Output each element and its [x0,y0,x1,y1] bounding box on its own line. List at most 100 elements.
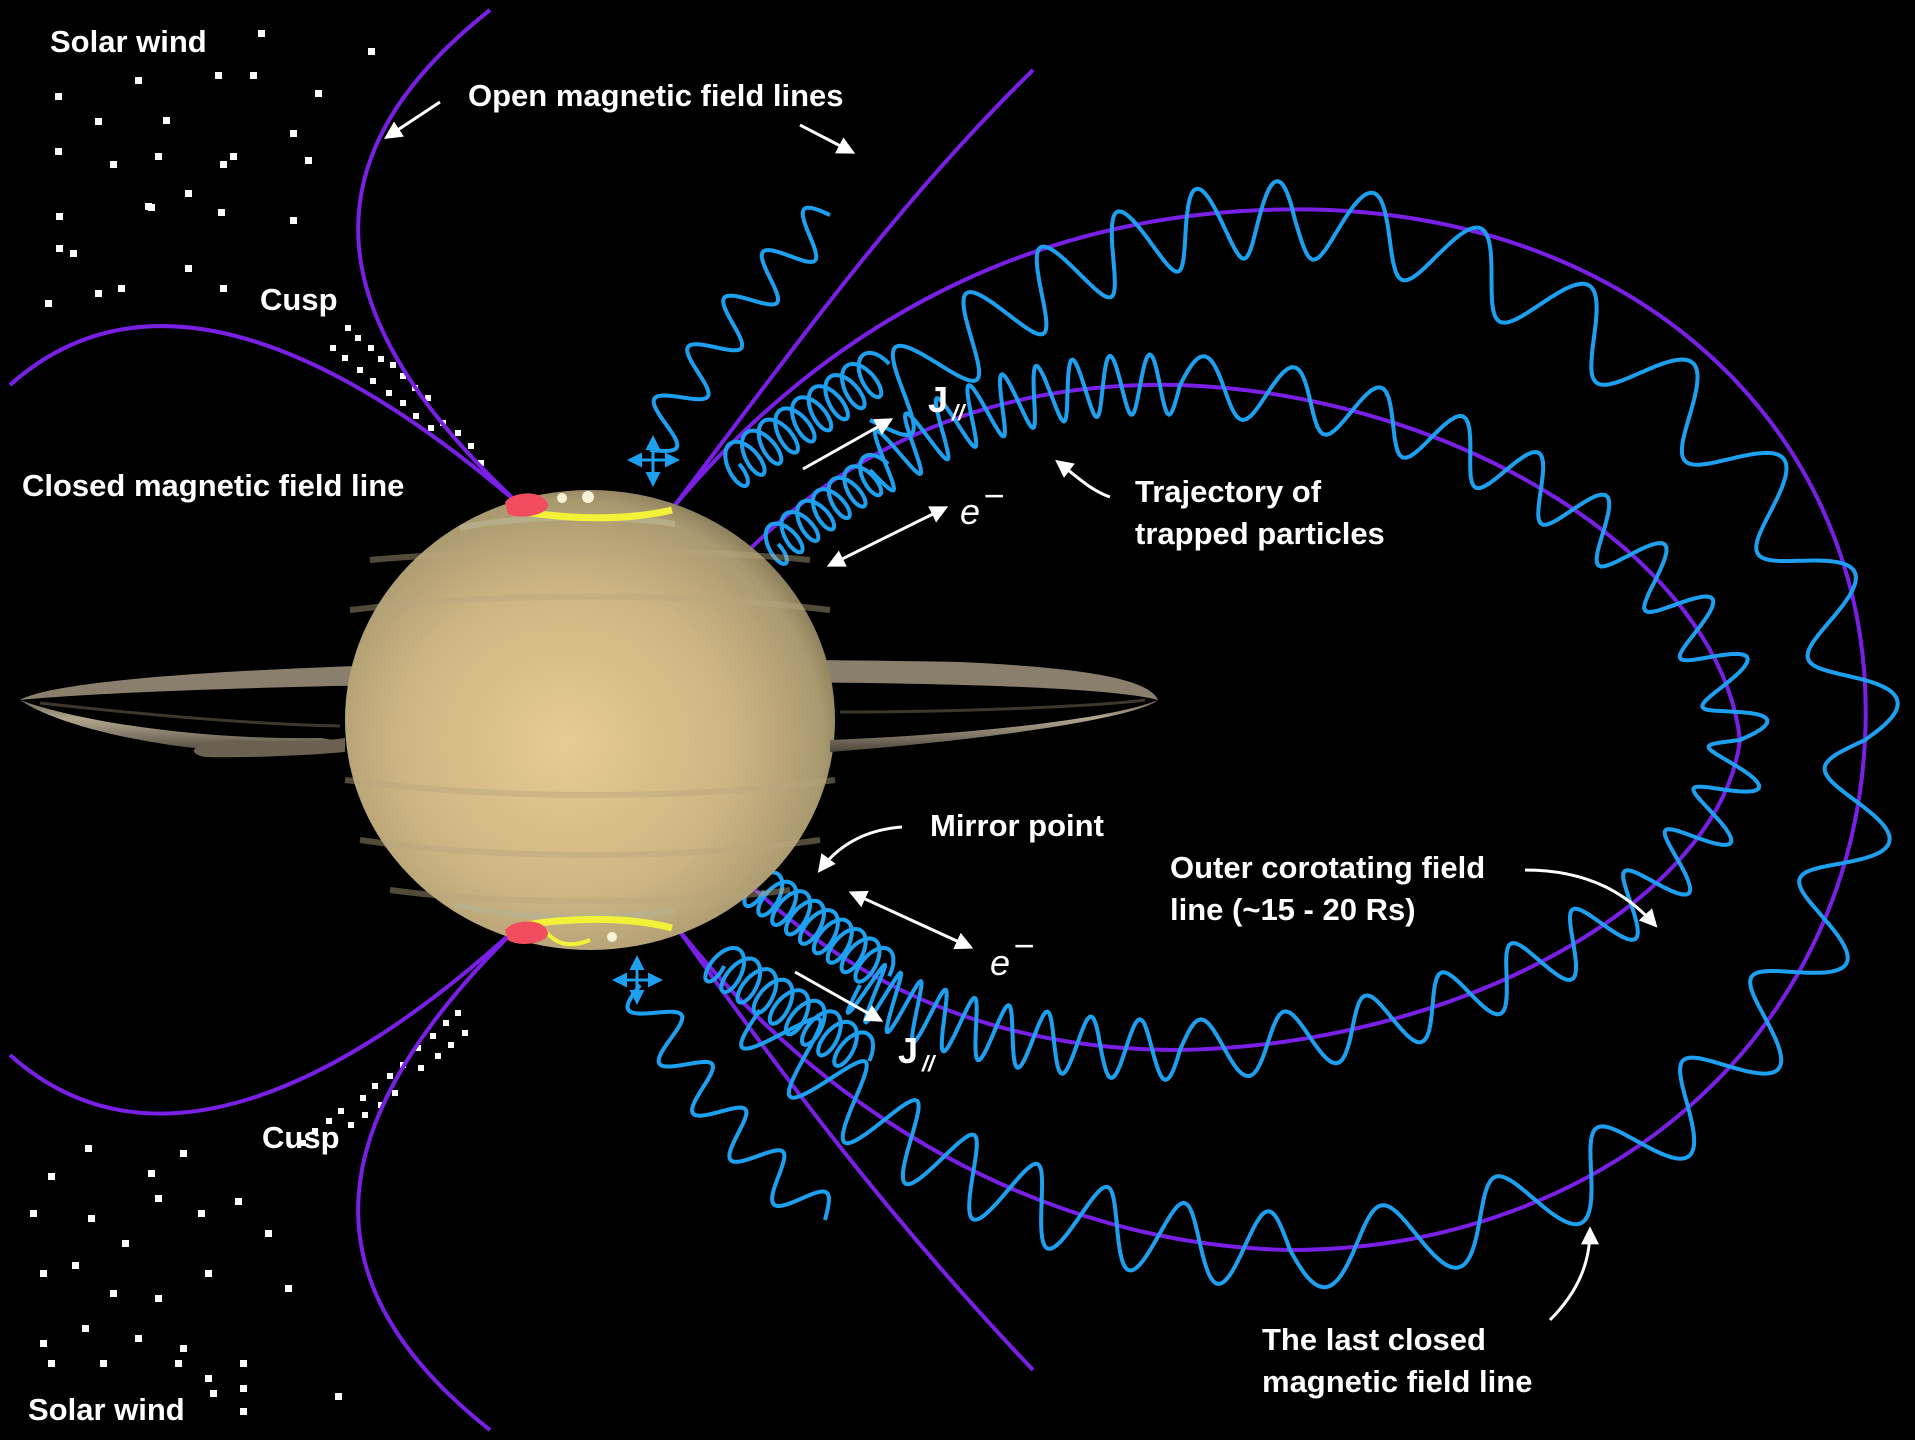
particle-dot [368,48,375,55]
particle-dot [110,161,117,168]
open-field-line-left-bottom [356,923,522,1432]
particle-dot [258,30,265,37]
label-electron-top: e [960,491,980,532]
particle-dot [418,1065,424,1071]
particle-dot [285,1285,292,1292]
particle-dot [478,460,484,466]
particle-dot [148,1170,155,1177]
particle-dot [428,425,434,431]
label-electron-bottom-sup: − [1013,925,1034,966]
particle-dot [240,1385,247,1392]
label-last-closed-line2: magnetic field line [1262,1364,1532,1399]
particle-dot [360,1095,366,1101]
particle-dot [335,1393,342,1400]
mirror-arrows [612,435,680,1005]
particle-dot [95,118,102,125]
particle-dot [220,161,227,168]
particle-dot [100,1360,107,1367]
trajectory-arrow [1055,459,1111,499]
solar-wind-particles-top [45,30,375,307]
label-electron-bottom: e [990,942,1010,983]
label-outer-line1: Outer corotating field [1170,850,1485,885]
particle-dot [205,1270,212,1277]
particle-dot [72,1262,79,1269]
particle-dot [163,117,170,124]
label-last-closed-line1: The last closed [1262,1322,1486,1357]
particle-dot [455,1010,461,1016]
particle-dot [368,345,374,351]
particle-trajectories [625,179,1900,1290]
particle-dot [175,1360,182,1367]
cusp-spot-bottom [505,921,548,944]
particle-dot [342,355,348,361]
label-closed-field-line: Closed magnetic field line [22,468,404,503]
label-open-field-lines: Open magnetic field lines [468,78,844,113]
particle-dot [300,1140,306,1146]
cusp-spot-top [505,493,548,517]
particle-dot [70,250,77,257]
electron-double-arrow-bottom [848,890,974,950]
closed-field-line-left-bottom [8,923,522,1116]
particle-dot [205,1375,212,1382]
particle-dot [290,217,297,224]
label-electron-top-sup: − [983,475,1004,516]
particle-dot [185,265,192,272]
label-j-parallel-top: J [928,379,948,420]
particle-dot [56,213,63,220]
particle-dot [118,285,125,292]
helix-bottom-outer [703,946,875,1068]
helix-top-outer [723,350,891,488]
particle-dot [378,1102,384,1108]
particle-dot [218,209,225,216]
particle-dot [312,1128,318,1134]
particle-dot [357,367,363,373]
particle-dot [443,1020,449,1026]
particle-dot [250,72,257,79]
particle-dot [82,1325,89,1332]
particle-dot [185,190,192,197]
particle-dot [30,1210,37,1217]
particle-dot [180,1345,187,1352]
solar-wind-particles-bottom [30,1145,342,1415]
labels: Solar wind Open magnetic field lines Cus… [22,24,1532,1427]
particle-dot [370,378,376,384]
particle-dot [462,1030,468,1036]
closed-field-line-left-top [8,324,522,507]
particle-dot [215,72,222,79]
open-field-line-right-bottom [673,923,1035,1372]
particle-dot [198,1210,205,1217]
particle-dot [155,1195,162,1202]
particle-dot [40,1340,47,1347]
particle-dot [135,77,142,84]
label-j-parallel-bottom: J [898,1030,918,1071]
last-closed-arrow [1548,1226,1599,1322]
label-cusp-top: Cusp [260,282,338,317]
particle-dot [345,325,351,331]
particle-dot [265,1230,272,1237]
open-lines-arrow-left [383,100,441,139]
aurora-oval-yellow-top [524,506,673,522]
saturn-rings-front [20,698,1158,758]
particle-dot [305,157,312,164]
open-lines-arrow-right [799,123,856,154]
particle-dot [235,1198,242,1205]
j-parallel-arrow-top [802,418,894,471]
label-trajectory-line2: trapped particles [1135,516,1385,551]
particle-dot [372,1083,378,1089]
open-line-trajectory-top [648,205,832,453]
particle-dot [180,1150,187,1157]
outer-line-arrow [1524,868,1658,928]
particle-dot [415,1045,421,1051]
particle-dot [155,1295,162,1302]
outer-trajectory-right [1288,190,1900,1290]
particle-dot [338,1108,344,1114]
inner-closed-field-line-top [718,382,1742,741]
particle-dot [392,1090,398,1096]
label-trajectory-line1: Trajectory of [1135,474,1322,509]
particle-dot [88,1215,95,1222]
particle-dot [210,1390,217,1397]
particle-dot [468,443,474,449]
particle-dot [48,1173,55,1180]
particle-dot [85,1145,92,1152]
